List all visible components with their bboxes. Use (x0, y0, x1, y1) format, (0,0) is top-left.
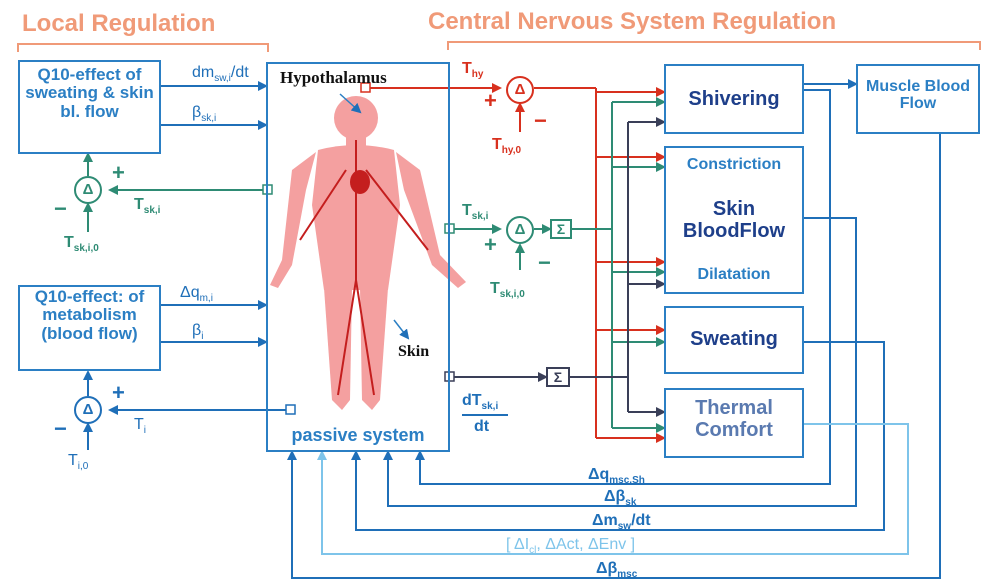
plus-sign-thy: + (484, 88, 497, 114)
minus-sign-ti: − (54, 416, 67, 442)
fb-dbeta-msc-label: Δβmsc (596, 560, 637, 580)
skin-blood-flow-label: Skin BloodFlow (664, 198, 804, 242)
passive-system-label: passive system (266, 426, 450, 445)
dmsw-label: dmsw,i/dt (192, 64, 249, 84)
hypothalamus-label: Hypothalamus (280, 68, 387, 88)
central-regulation-header: Central Nervous System Regulation (428, 8, 836, 36)
delta-sum-thy: Δ (506, 76, 534, 104)
constriction-label: Constriction (664, 156, 804, 173)
ti0-label: Ti,0 (68, 452, 88, 472)
muscle-blood-flow-label: Muscle Blood Flow (856, 78, 980, 113)
thy-label: Thy (462, 60, 483, 80)
plus-sign-tski-left: + (112, 160, 125, 186)
tski-left-label: Tsk,i (134, 196, 160, 216)
minus-sign-tski-left: − (54, 196, 67, 222)
tski-right-label: Tsk,i (462, 202, 488, 222)
plus-sign-ti: + (112, 380, 125, 406)
delta-sum-tski-left: Δ (74, 176, 102, 204)
thy0-label: Thy,0 (492, 136, 521, 156)
plus-sign-tski-right: + (484, 232, 497, 258)
fb-dq-msc-label: Δqmsc,Sh (588, 466, 645, 486)
sigma-block-dtski: Σ (546, 367, 570, 387)
ti-label: Ti (134, 416, 146, 436)
minus-sign-thy: − (534, 108, 547, 134)
local-bracket (18, 44, 268, 52)
beta-ski-label: βsk,i (192, 104, 216, 124)
minus-sign-tski-right: − (538, 250, 551, 276)
q10-sweating-label: Q10-effect of sweating & skin bl. flow (22, 66, 157, 121)
q10-metabolism-label: Q10-effect: of metabolism (blood flow) (22, 288, 157, 343)
dtski-denominator: dt (474, 418, 489, 436)
central-bracket (448, 42, 980, 50)
tski0-right-label: Tsk,i,0 (490, 280, 525, 300)
tski0-left-label: Tsk,i,0 (64, 234, 99, 254)
local-regulation-header: Local Regulation (22, 10, 215, 38)
delta-sum-tski-right: Δ (506, 216, 534, 244)
fb-env-label: [ ΔIcl, ΔAct, ΔEnv ] (506, 536, 635, 556)
thermal-comfort-label: Thermal Comfort (680, 398, 788, 441)
dtski-fraction-bar (462, 414, 508, 416)
passive-system-box (266, 62, 450, 452)
fb-dm-sw-label: Δmsw/dt (592, 512, 651, 532)
sweating-label: Sweating (664, 328, 804, 350)
dqm-label: Δqm,i (180, 284, 213, 304)
shivering-label: Shivering (664, 88, 804, 110)
dtski-numerator: dTsk,i (462, 392, 498, 412)
skin-label: Skin (398, 343, 429, 361)
dilatation-label: Dilatation (664, 266, 804, 283)
fb-dbeta-sk-label: Δβsk (604, 488, 636, 508)
sigma-block-tski: Σ (550, 219, 572, 239)
beta-i-label: βi (192, 322, 203, 342)
delta-sum-ti: Δ (74, 396, 102, 424)
